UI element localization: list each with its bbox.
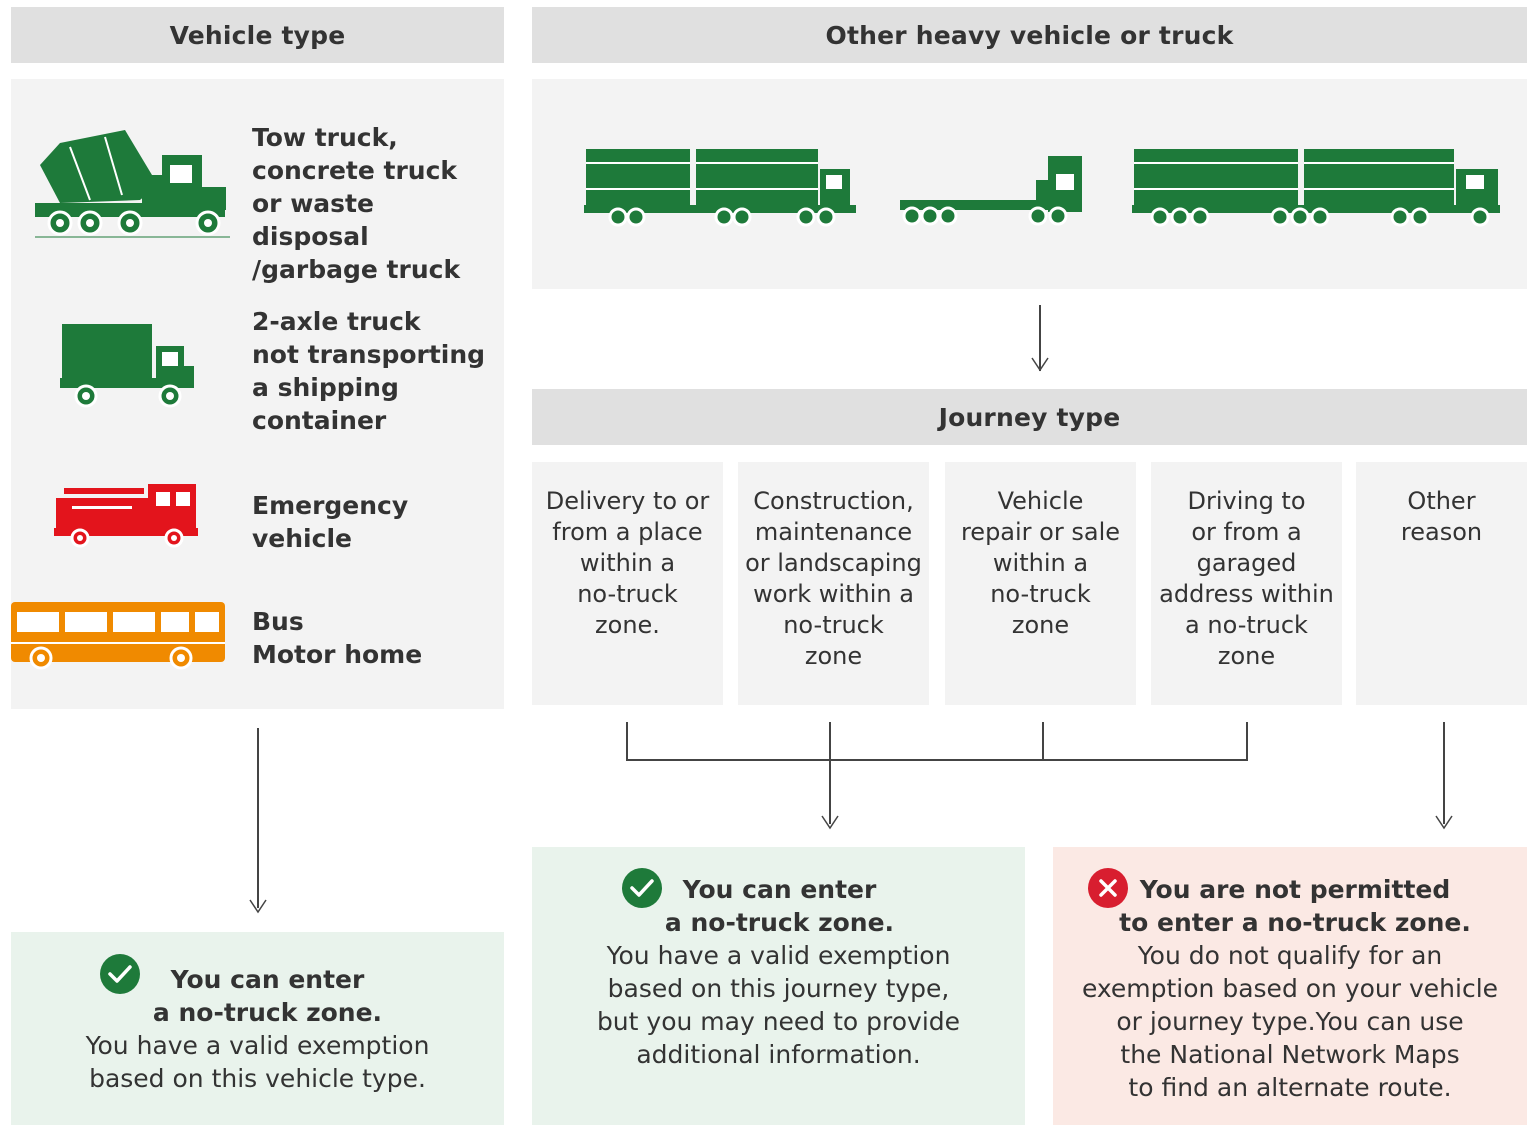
result-body: You have a valid exemption based on this… (596, 941, 961, 1069)
bus-icon (11, 598, 231, 670)
vehicle-label-emergency: Emergency vehicle (252, 491, 409, 553)
connector-line (1246, 722, 1248, 760)
arrowhead-icon (249, 899, 267, 914)
result-title: You can enter a no-truck zone. (152, 965, 383, 1027)
arrowhead-icon (1435, 815, 1453, 830)
vehicle-label-two-axle: 2-axle truck not transporting a shipping… (252, 307, 486, 435)
check-icon (100, 954, 140, 994)
arrow-heavy-to-journey (1039, 305, 1041, 371)
connector-line (1042, 722, 1044, 760)
result-title: You are not permitted to enter a no-truc… (1119, 875, 1471, 937)
result-body: You have a valid exemption based on this… (85, 1031, 430, 1093)
low-loader-icon (896, 152, 1088, 232)
road-train-icon (580, 145, 860, 233)
journey-other-reason: Other reason (1356, 462, 1527, 705)
two-axle-truck-icon (58, 322, 198, 412)
arrowhead-icon (1031, 357, 1049, 372)
arrow-journeys-to-ok (829, 722, 831, 824)
journey-vehicle-repair: Vehicle repair or sale within a no-truck… (945, 462, 1136, 705)
vehicle-type-header: Vehicle type (11, 7, 504, 63)
vehicle-label-tow-truck: Tow truck, concrete truck or waste dispo… (252, 123, 461, 284)
result-vehicle-ok: You can enter a no-truck zone. You have … (11, 932, 504, 1125)
other-heavy-vehicle-header: Other heavy vehicle or truck (532, 7, 1527, 63)
result-title: You can enter a no-truck zone. (664, 875, 895, 937)
result-body: You do not qualify for an exemption base… (1081, 941, 1499, 1102)
journey-type-header: Journey type (532, 389, 1527, 445)
vehicle-label-bus: Bus Motor home (252, 607, 423, 669)
arrow-vehicle-to-ok (257, 728, 259, 908)
journey-garaged-address: Driving to or from a garaged address wit… (1151, 462, 1342, 705)
arrow-other-to-not-permitted (1443, 722, 1445, 824)
check-icon (622, 868, 662, 908)
result-not-permitted: You are not permitted to enter a no-truc… (1053, 847, 1527, 1125)
connector-line (626, 759, 1248, 761)
result-journey-ok: You can enter a no-truck zone. You have … (532, 847, 1025, 1125)
concrete-truck-icon (30, 125, 230, 240)
cross-icon (1088, 868, 1128, 908)
connector-line (626, 722, 628, 760)
journey-delivery: Delivery to or from a place within a no-… (532, 462, 723, 705)
journey-construction: Construction, maintenance or landscaping… (738, 462, 929, 705)
fire-truck-icon (52, 480, 202, 548)
arrowhead-icon (821, 815, 839, 830)
b-double-icon (1130, 145, 1502, 233)
